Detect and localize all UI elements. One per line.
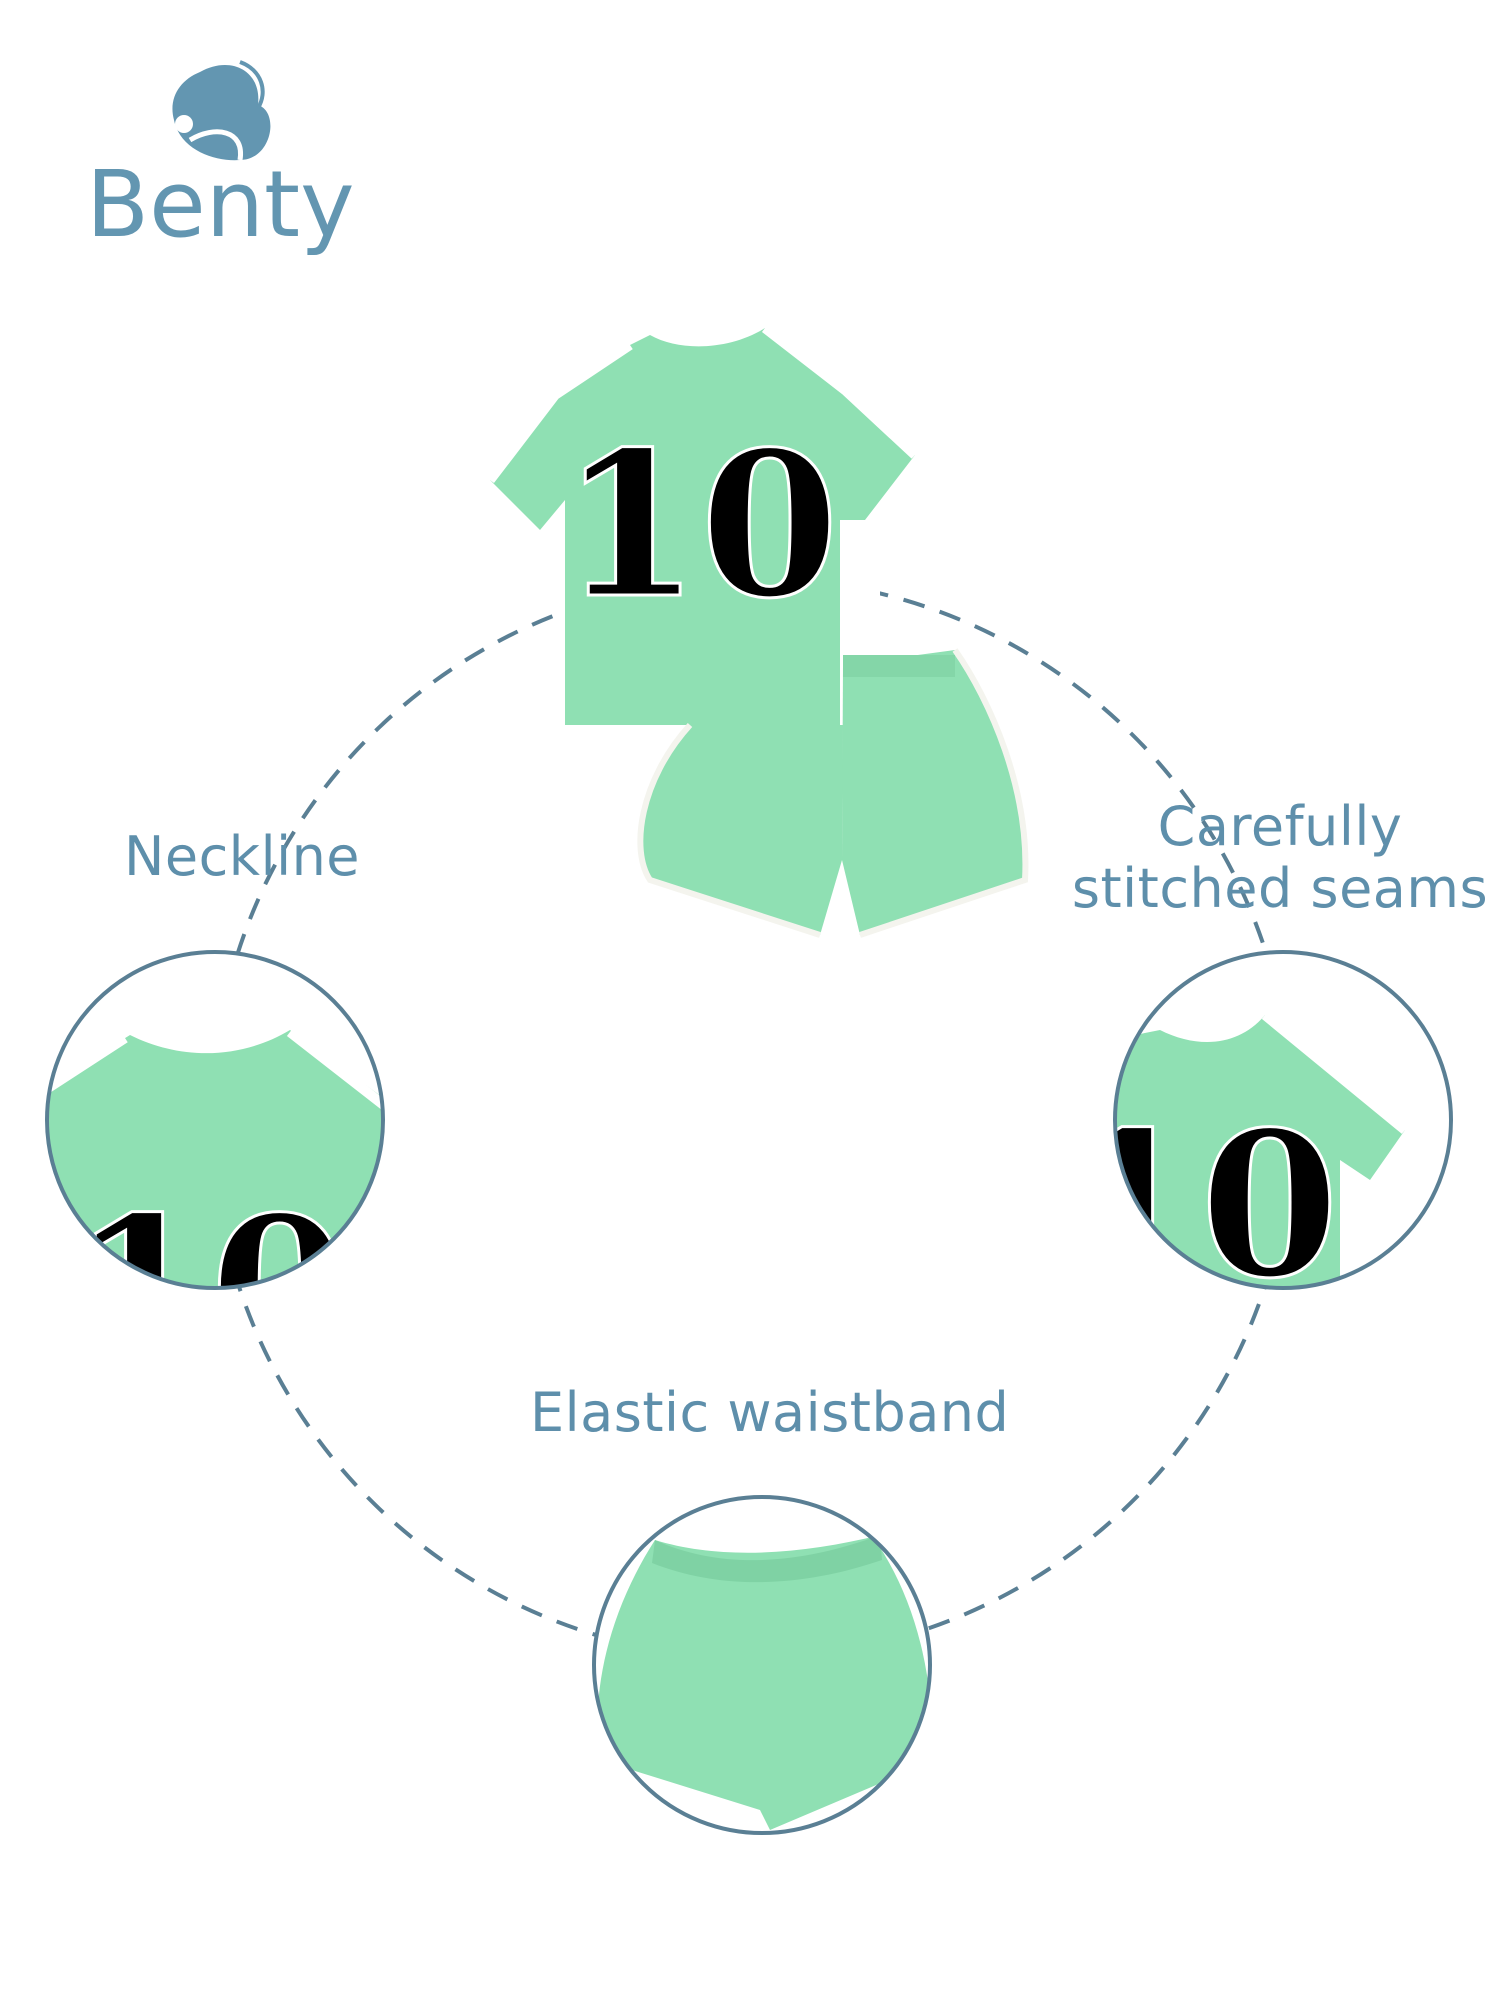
callout-waistband: Elastic waistband: [530, 1381, 1010, 1444]
product-image-shirt: 10: [486, 324, 919, 730]
detail-circle-frame: [592, 1495, 932, 1835]
detail-circle-frame: [45, 950, 385, 1290]
brand-logo-icon: [172, 60, 271, 161]
detail-circle-frame: [1113, 950, 1453, 1290]
callout-seams-line2: stitched seams: [1071, 857, 1489, 920]
brand-wordmark: Benty: [86, 151, 355, 258]
neckline-detail-image: 10: [47, 952, 383, 1408]
callout-neckline: Neckline: [124, 825, 361, 888]
waistband-detail-image: [594, 1497, 930, 1833]
product-image-shorts: [637, 648, 1029, 938]
jersey-number-detail: 10: [71, 1173, 349, 1408]
jersey-number: 10: [561, 408, 839, 643]
seams-detail-image: 10: [1115, 952, 1451, 1288]
callout-seams-line1: Carefully: [1157, 795, 1403, 858]
